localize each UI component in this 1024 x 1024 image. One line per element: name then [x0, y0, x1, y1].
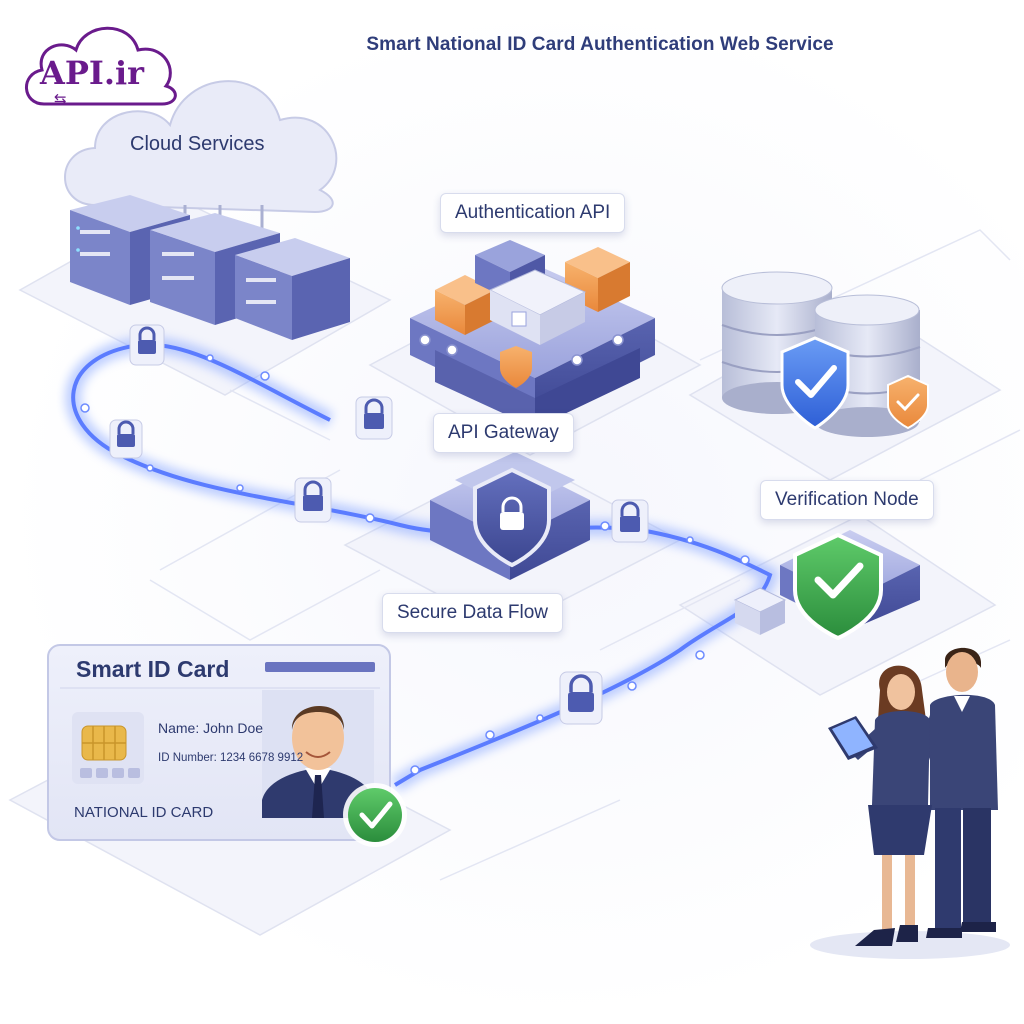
api-gateway-icon — [430, 452, 590, 580]
business-people — [810, 647, 1010, 959]
logo-arrows-icon: ⇆ — [54, 91, 67, 108]
lock-icon — [611, 499, 649, 543]
shield-icon — [500, 346, 532, 388]
lock-icon — [559, 671, 603, 725]
database-icon — [721, 271, 929, 437]
id-card-footer: NATIONAL ID CARD — [74, 804, 214, 821]
woman-figure — [850, 665, 932, 946]
id-card-number: ID Number: 1234 6678 9912 — [158, 752, 304, 764]
chip-icon — [72, 712, 144, 784]
server-icon — [70, 195, 350, 340]
verification-node-label: Verification Node — [760, 480, 934, 520]
secure-data-flow-label: Secure Data Flow — [382, 593, 564, 633]
shield-icon — [780, 336, 850, 430]
cloud-services-label: Cloud Services — [130, 133, 265, 155]
authentication-api-icon — [410, 240, 655, 428]
page-title: Smart National ID Card Authentication We… — [366, 34, 834, 55]
cloud-logo-icon — [25, 26, 177, 106]
id-card-name: Name: John Doe — [158, 720, 264, 736]
logo-text: API.ir — [40, 54, 145, 92]
lock-icon — [294, 477, 332, 523]
flow-locks — [109, 324, 649, 725]
lock-icon — [500, 512, 524, 530]
smart-id-card — [47, 644, 407, 847]
tablet-icon — [828, 716, 878, 760]
check-icon — [795, 365, 837, 398]
lock-icon — [355, 396, 393, 440]
verification-node-icon — [733, 530, 920, 641]
check-icon — [896, 393, 920, 412]
check-icon — [359, 801, 393, 829]
api-gateway-label: API Gateway — [433, 413, 574, 453]
id-card-title: Smart ID Card — [76, 656, 230, 682]
lock-icon — [129, 324, 165, 366]
lock-icon — [109, 419, 143, 459]
check-icon — [814, 562, 864, 599]
check-badge — [348, 788, 402, 842]
authentication-api-label: Authentication API — [440, 193, 626, 233]
man-figure — [910, 647, 998, 938]
shield-icon — [887, 374, 929, 430]
